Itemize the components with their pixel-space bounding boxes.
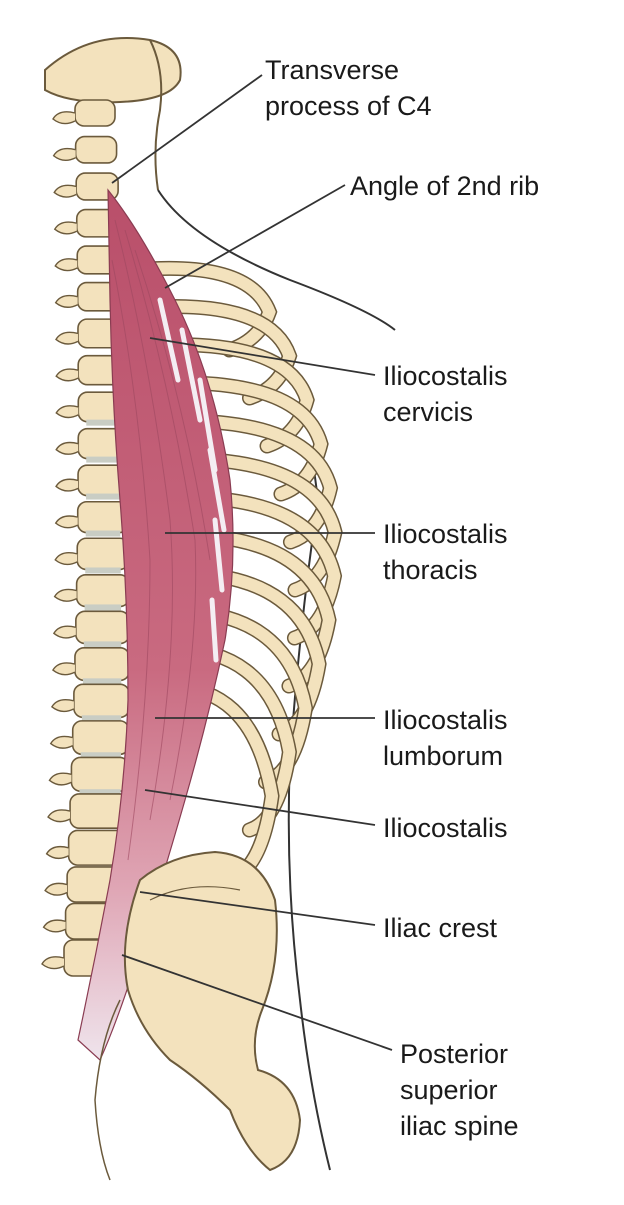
vertebra [71,720,130,756]
intervertebral-disc [79,789,121,796]
vertebra [75,610,131,645]
vertebra-process [54,515,79,529]
intervertebral-disc [85,530,121,537]
intervertebral-disc [82,678,122,685]
intervertebral-disc [84,604,122,611]
vertebra [74,647,131,682]
leader-lines [111,74,393,1051]
label-line: superior [400,1075,498,1105]
label-iliocostalis: Iliocostalis [383,810,508,846]
vertebra-process [54,294,78,308]
leader-ilio-cervicis [149,337,376,376]
vertebra-process [47,809,71,823]
vertebra-process [50,699,75,713]
label-iliocostalis-cervicis: Iliocostalis cervicis [383,358,508,430]
label-line: cervicis [383,397,474,427]
vertebra-process [52,111,76,125]
vertebra-process [55,441,79,455]
vertebra-process [54,258,78,272]
vertebra-process [52,625,77,639]
vertebra-process [52,147,76,161]
label-line: Iliocostalis [383,519,508,549]
intervertebral-disc [80,752,121,759]
leader-iliac-crest [139,891,376,926]
rib [131,300,296,404]
iliocostalis-muscle [77,188,234,1062]
vertebra-process [41,956,65,970]
vertebra [74,99,116,127]
vertebra-process [42,919,66,933]
label-line: Iliac crest [383,913,498,943]
vertebra-process [48,772,72,786]
label-iliac-crest: Iliac crest [383,910,497,946]
label-angle-2nd-rib: Angle of 2nd rib [350,168,539,204]
label-iliocostalis-thoracis: Iliocostalis thoracis [383,516,508,588]
vertebra [70,756,130,793]
intervertebral-disc [86,419,118,426]
body-contour [157,189,396,1171]
leader-angle-2nd-rib [164,184,346,289]
label-line: Iliocostalis [383,361,508,391]
label-line: process of C4 [265,91,432,121]
vertebra [73,683,130,719]
rib [129,262,276,356]
label-line: iliac spine [400,1111,519,1141]
label-line: Transverse [265,55,400,85]
label-line: Posterior [400,1039,509,1069]
label-line: Iliocostalis [383,705,508,735]
intervertebral-disc [85,567,121,574]
vertebra [76,537,130,571]
vertebra-process [45,845,69,860]
intervertebral-disc [86,493,120,500]
leader-transverse-c4 [111,74,263,184]
label-iliocostalis-lumborum: Iliocostalis lumborum [383,702,508,774]
vertebra-process [53,588,77,602]
intervertebral-disc [81,715,122,722]
vertebra-process [53,221,78,235]
label-line: Iliocostalis [383,813,508,843]
vertebra-process [55,405,79,419]
vertebra-process [55,368,79,382]
vertebra-process [53,184,77,198]
vertebra-process [54,552,78,566]
pelvis-ilium [94,850,302,1181]
vertebra-process [49,735,74,749]
vertebra-process [55,478,79,492]
intervertebral-disc [83,641,122,648]
leader-psis [121,954,393,1051]
vertebra [74,135,118,164]
vertebra-process [52,662,76,676]
label-transverse-process-c4: Transverse process of C4 [265,52,432,124]
vertebra-process [44,882,68,896]
intervertebral-disc [86,456,119,463]
vertebra-process [55,331,79,345]
label-line: Angle of 2nd rib [350,171,540,201]
label-line: lumborum [383,741,504,771]
vertebra [75,573,130,608]
label-line: thoracis [383,555,478,585]
leader-iliocostalis [144,789,376,826]
label-posterior-superior-iliac-spine: Posterior superior iliac spine [400,1036,519,1144]
